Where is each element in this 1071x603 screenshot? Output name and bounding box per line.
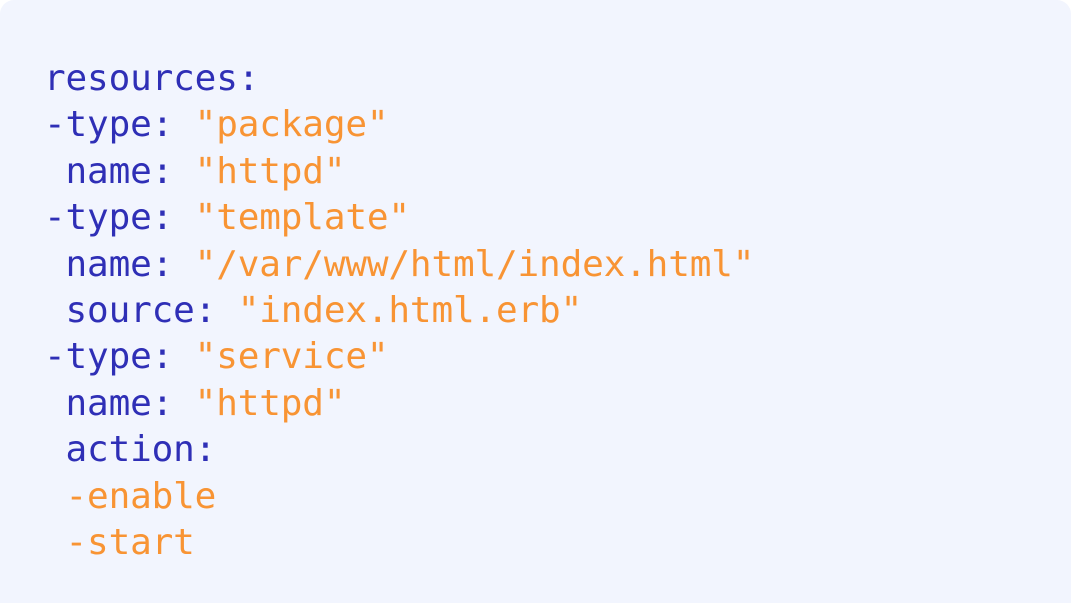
code-value: "httpd"	[173, 382, 346, 424]
code-key: -type:	[44, 104, 174, 146]
code-key: -type:	[44, 336, 174, 378]
code-content: resources:-type: "package" name: "httpd"…	[44, 56, 754, 566]
code-key: name:	[65, 382, 174, 424]
code-value: -enable	[65, 475, 217, 517]
code-line: -start	[44, 520, 754, 566]
code-line: -type: "service"	[44, 334, 754, 380]
code-value: "/var/www/html/index.html"	[173, 243, 755, 285]
code-line: action:	[44, 427, 754, 473]
code-line: name: "httpd"	[44, 381, 754, 427]
code-key: -type:	[44, 197, 174, 239]
code-key: name:	[65, 150, 174, 192]
code-indent	[44, 429, 66, 470]
code-indent	[44, 244, 66, 285]
code-key: action:	[65, 429, 217, 471]
code-indent	[44, 151, 66, 192]
code-value: "template"	[173, 197, 410, 239]
code-value: "package"	[173, 104, 389, 146]
code-line: -type: "package"	[44, 102, 754, 148]
code-line: -enable	[44, 474, 754, 520]
code-line: source: "index.html.erb"	[44, 288, 754, 334]
code-key: source:	[65, 289, 217, 331]
code-indent	[44, 522, 66, 563]
code-value: "httpd"	[173, 150, 346, 192]
code-line: -type: "template"	[44, 195, 754, 241]
code-value: -start	[65, 521, 195, 563]
code-value: "index.html.erb"	[216, 289, 583, 331]
code-block: resources:-type: "package" name: "httpd"…	[44, 56, 754, 566]
code-line: resources:	[44, 56, 754, 102]
code-line: name: "httpd"	[44, 149, 754, 195]
code-key: resources:	[44, 58, 260, 99]
code-value: "service"	[173, 336, 389, 378]
code-indent	[44, 476, 66, 517]
code-key: name:	[65, 243, 174, 285]
code-indent	[44, 290, 66, 331]
code-line: name: "/var/www/html/index.html"	[44, 242, 755, 288]
code-indent	[44, 383, 66, 424]
